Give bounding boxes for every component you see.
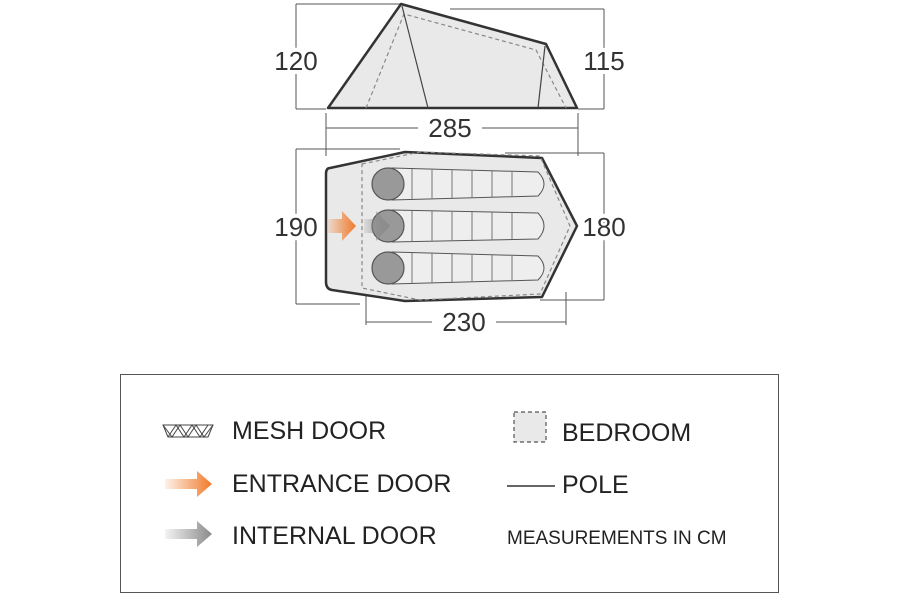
rear-pole	[537, 45, 546, 109]
internal-door-arrow-icon	[364, 211, 390, 241]
dashed-square-icon	[513, 411, 547, 443]
side-dimension-lines	[295, 3, 605, 110]
side-view: 120 115	[270, 2, 629, 110]
entrance-door-label: ENTRANCE DOOR	[232, 470, 452, 498]
internal-door-label: INTERNAL DOOR	[232, 522, 437, 550]
sleeping-bags	[371, 167, 545, 285]
sleeping-bag-top	[371, 167, 545, 201]
front-pole	[401, 5, 429, 109]
floor-plan: 190 180 230	[270, 148, 630, 337]
bedroom-label: BEDROOM	[562, 419, 692, 447]
front-height-label: 120	[274, 46, 317, 76]
pole-label: POLE	[562, 471, 629, 499]
units-note: MEASUREMENTS IN CM	[507, 528, 727, 549]
legend-box: MESH DOOR ENTRANCE DOOR INTERNAL DOOR BE…	[120, 374, 779, 593]
plan-dimension-lines	[295, 148, 605, 325]
inner-tent-profile	[365, 13, 567, 109]
rear-height-label: 115	[583, 46, 624, 76]
total-length-label: 285	[428, 113, 471, 143]
grey-arrow-icon	[165, 521, 212, 547]
inner-bedroom-outline	[361, 151, 571, 301]
inner-length-label: 230	[442, 307, 485, 337]
sleeping-bag-middle	[371, 209, 545, 243]
orange-arrow-icon	[165, 471, 212, 497]
front-width-label: 190	[274, 212, 317, 242]
flysheet-profile	[326, 2, 579, 110]
mesh-door-label: MESH DOOR	[232, 417, 387, 445]
rear-width-label: 180	[582, 212, 625, 242]
entrance-arrow-icon	[328, 211, 356, 241]
mesh-door-icon	[162, 424, 214, 438]
tent-diagram: 120 115 285	[270, 2, 630, 337]
pole-line-icon	[507, 485, 555, 487]
sleeping-bag-bottom	[371, 251, 545, 285]
